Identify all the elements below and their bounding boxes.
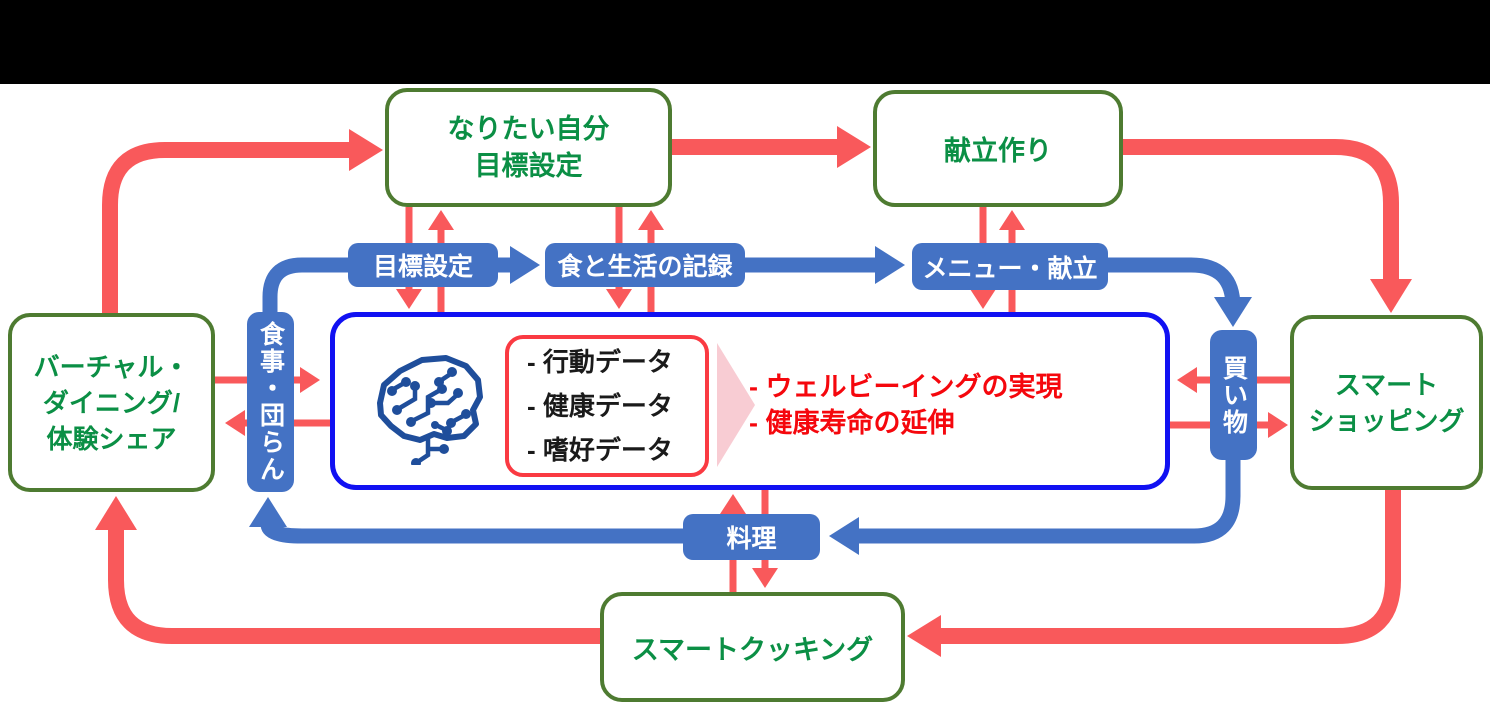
box-goal-self-line2: 目標設定 [474,150,583,181]
label-food-life-log-text: 食と生活の記録 [557,253,733,281]
label-shopping-text: 買い物 [1219,354,1248,436]
label-menu-kondate-text: メニュー・献立 [922,254,1098,283]
box-goal-self-line1: なりたい自分 [447,113,610,144]
label-goal-setting-text: 目標設定 [372,253,473,281]
outcome-wellbeing: - ウェルビーイングの実現 [749,372,1063,402]
box-smart-shopping-line1: スマート [1334,369,1439,400]
box-virtual-dining-line2: ダイニング/ [42,387,181,418]
box-kondate-label: 献立作り [944,136,1052,166]
box-smart-shopping: スマート ショッピング [1290,315,1483,490]
box-virtual-dining-line3: 体験シェア [46,423,177,454]
label-shopping: 買い物 [1210,330,1257,460]
label-meal-danran-text: 食事・団らん [256,321,285,483]
box-virtual-dining-line1: バーチャル・ [33,351,190,382]
brain-circuit-icon [377,355,483,468]
top-black-bar [0,0,1490,84]
brain-icon-wrap [361,345,493,468]
box-kondate: 献立作り [873,90,1123,207]
outcome-text: - ウェルビーイングの実現 - 健康寿命の延伸 [749,369,1063,441]
pink-result-arrow [717,343,755,467]
label-food-life-log: 食と生活の記録 [545,243,745,287]
outcome-longevity: - 健康寿命の延伸 [749,408,955,438]
label-meal-danran: 食事・団らん [247,312,294,492]
red-cycle-arrowheads [95,126,1412,657]
red-connector-arrowheads [225,210,1288,588]
label-goal-setting: 目標設定 [348,243,498,287]
label-cooking: 料理 [683,514,820,560]
data-item-health: - 健康データ [527,391,673,421]
red-cycle-arrows [102,139,1401,644]
box-smart-cooking-label: スマートクッキング [631,634,874,665]
box-goal-self: なりたい自分 目標設定 [385,88,672,207]
data-list-box: - 行動データ - 健康データ - 嗜好データ [505,335,709,477]
box-smart-shopping-line2: ショッピング [1308,405,1465,436]
box-smart-cooking: スマートクッキング [600,592,905,702]
box-virtual-dining: バーチャル・ ダイニング/ 体験シェア [8,313,215,492]
blue-cycle-arrowheads [249,246,1252,555]
data-item-preference: - 嗜好データ [527,435,673,465]
data-item-behavior: - 行動データ [527,347,673,377]
label-cooking-text: 料理 [726,525,777,553]
center-ai-box: - 行動データ - 健康データ - 嗜好データ - ウェルビーイングの実現 - … [330,312,1170,490]
label-menu-kondate: メニュー・献立 [912,243,1108,290]
